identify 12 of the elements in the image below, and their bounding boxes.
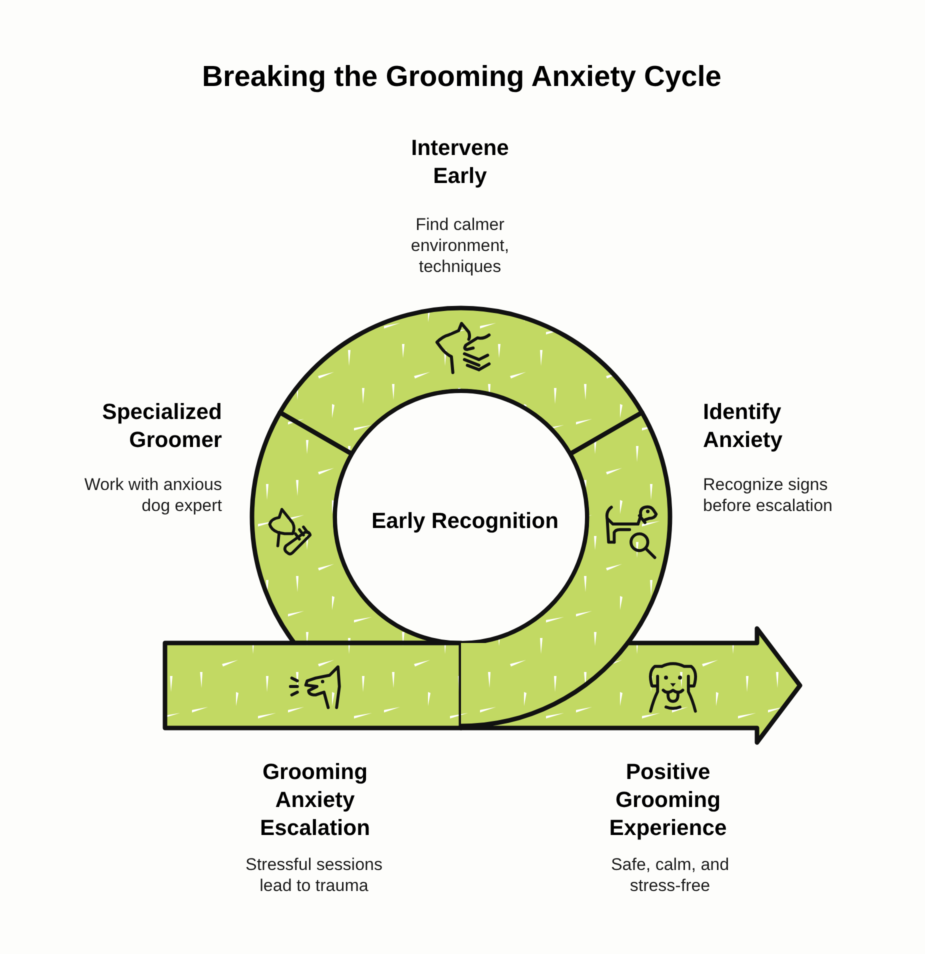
segment-description: Work with anxious dog expert (83, 474, 222, 516)
segment-description: Find calmer environment, techniques (410, 214, 510, 276)
segment-heading: Grooming Anxiety Escalation (258, 758, 372, 842)
segment-description: Safe, calm, and stress-free (610, 854, 730, 896)
segment-description: Recognize signs before escalation (703, 474, 834, 516)
segment-description: Stressful sessions lead to trauma (244, 854, 384, 896)
segment-heading: Intervene Early (410, 134, 510, 190)
center-label: Early Recognition (370, 507, 560, 535)
segment-heading: Identify Anxiety (703, 398, 784, 454)
segment-heading: Specialized Groomer (101, 398, 222, 454)
diagram-title: Breaking the Grooming Anxiety Cycle (202, 60, 722, 94)
segment-heading: Positive Grooming Experience (608, 758, 728, 842)
